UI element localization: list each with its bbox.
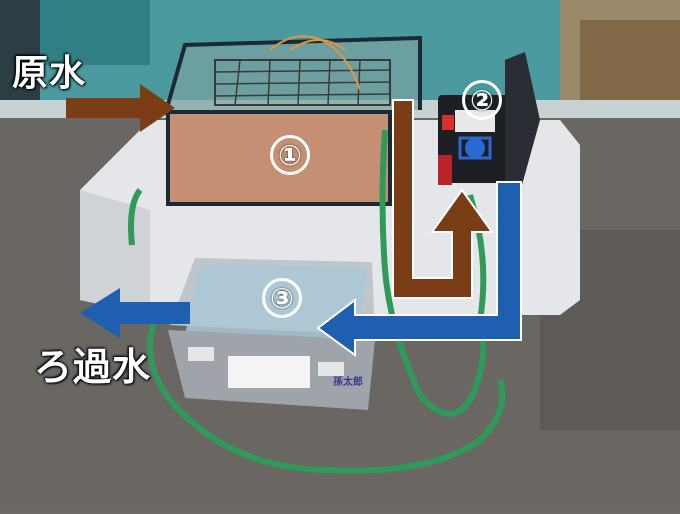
tank-cord xyxy=(269,35,361,91)
wall-panel xyxy=(40,0,150,65)
hose-floor xyxy=(147,318,506,474)
container-latch-right xyxy=(318,362,344,376)
arrow-right-icon xyxy=(66,84,175,132)
marker-1: ① xyxy=(270,135,310,175)
container-brand-text: 孫太郎 xyxy=(333,377,363,388)
tank-frame-top xyxy=(163,35,422,116)
marker-2: ② xyxy=(462,80,502,120)
arrow-left-icon-2 xyxy=(80,288,190,338)
hose-center xyxy=(379,129,487,417)
filtered-water-label: ろ過水 xyxy=(34,345,152,389)
wall-stain xyxy=(580,20,680,110)
raw-water-label: 原水 xyxy=(12,53,87,94)
tank-cord-2 xyxy=(289,39,346,51)
tank-frame xyxy=(166,110,392,206)
arrow-up-icon xyxy=(392,99,494,299)
arrow-left-icon xyxy=(316,181,522,357)
pump-red-fitting xyxy=(438,155,452,185)
pump-red-cap xyxy=(442,115,454,130)
pump-motor-body xyxy=(458,136,492,160)
pump-motor xyxy=(465,138,485,158)
pump-lid xyxy=(505,52,540,185)
hose-left xyxy=(128,188,143,246)
marker-3: ③ xyxy=(262,278,302,318)
door-left xyxy=(0,0,40,100)
container-latch-left xyxy=(188,347,214,361)
container-label-plate xyxy=(228,356,310,388)
tank-grate-lines xyxy=(214,59,391,106)
